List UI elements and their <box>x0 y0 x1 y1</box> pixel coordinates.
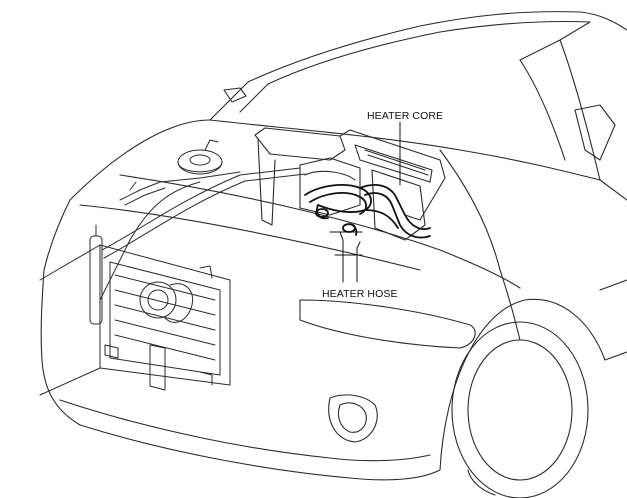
heater-core-label: HEATER CORE <box>366 110 445 122</box>
grille-condenser <box>39 244 231 396</box>
strut-tower <box>177 139 223 175</box>
heater-unit <box>254 127 446 241</box>
ac-lines <box>89 167 306 325</box>
heater-core-pipes <box>304 184 431 239</box>
heater-hose-leader-left <box>339 231 344 283</box>
car-body <box>40 11 627 498</box>
heater-hose-label: HEATER HOSE <box>321 288 399 300</box>
heater-hose-leader-right <box>356 241 361 283</box>
callout-leaders <box>329 121 401 283</box>
